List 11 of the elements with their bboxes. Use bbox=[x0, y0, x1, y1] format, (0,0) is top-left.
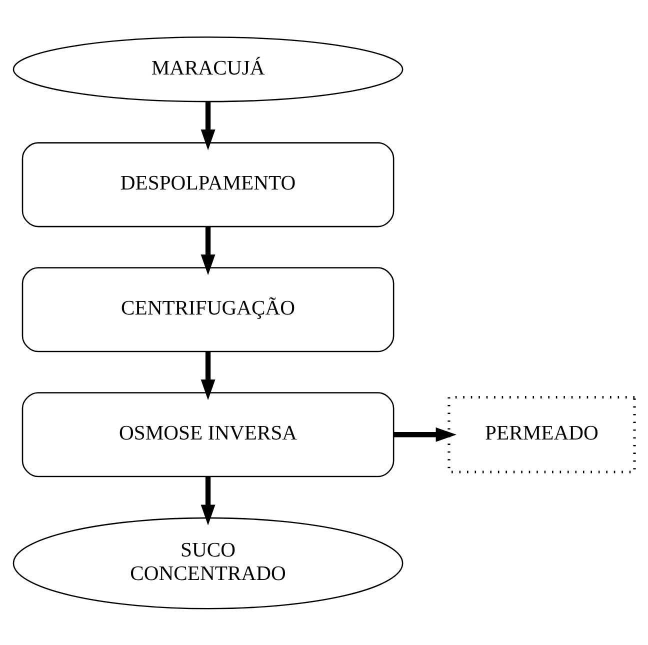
arrow bbox=[200, 102, 216, 150]
arrow bbox=[200, 351, 216, 400]
node-ellipse: MARACUJÁ bbox=[12, 36, 404, 102]
node-box: DESPOLPAMENTO bbox=[22, 142, 394, 227]
arrow bbox=[394, 426, 456, 442]
node-box: PERMEADO bbox=[448, 395, 636, 473]
node-ellipse: SUCO CONCENTRADO bbox=[12, 516, 404, 609]
arrow bbox=[200, 226, 216, 275]
node-box: CENTRIFUGAÇÃO bbox=[22, 266, 394, 352]
arrow bbox=[200, 476, 216, 525]
node-box: OSMOSE INVERSA bbox=[22, 392, 394, 477]
